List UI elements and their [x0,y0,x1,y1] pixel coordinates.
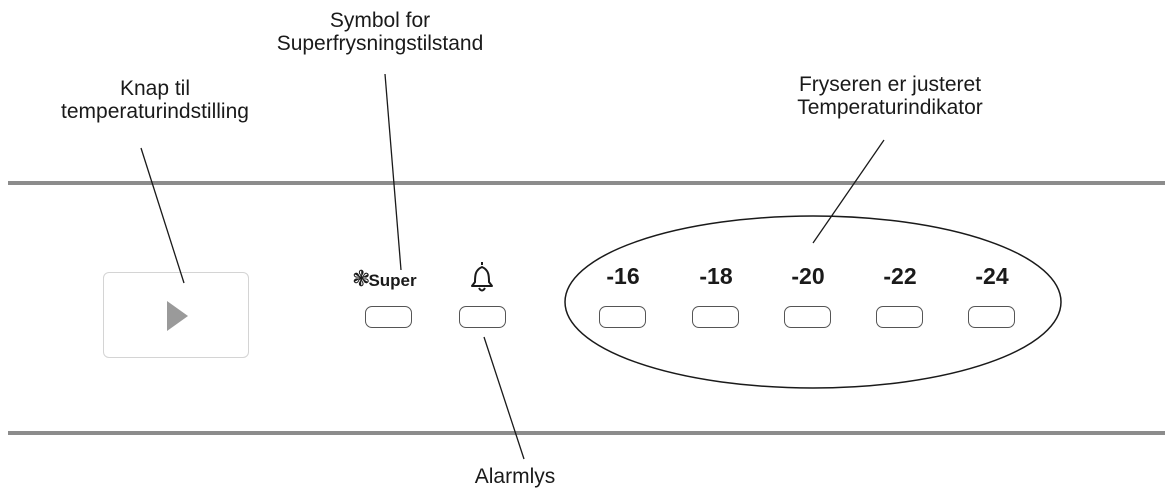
temperature-setting-button[interactable] [103,272,249,358]
panel-top-edge [8,181,1165,185]
temp-label-20: -20 [791,263,825,289]
alarm-leader-line [483,336,525,460]
temp-label-22: -22 [883,263,917,289]
temp-indicator-leader-line [812,139,885,244]
alarm-callout: Alarmlys [440,465,590,488]
temp-led-16 [599,306,646,328]
super-callout-line-2: Superfrysningstilstand [276,32,484,55]
button-callout-line-1: Knap til [119,77,191,100]
super-freeze-symbol: ❃Super [352,266,417,292]
button-leader-line [140,147,185,284]
super-freeze-led [365,306,412,328]
temp-led-24 [968,306,1015,328]
temp-indicator-callout-line-2: Temperaturindikator [797,96,983,119]
super-callout: Symbol for Superfrysningstilstand [250,9,510,55]
temp-led-22 [876,306,923,328]
temp-indicator-callout: Fryseren er justeret Temperaturindikator [755,73,1025,119]
temp-label-16: -16 [606,263,640,289]
temp-led-18 [692,306,739,328]
snowflake-icon: ❃ [352,266,371,291]
temp-label-18: -18 [699,263,733,289]
temp-indicator-callout-line-1: Fryseren er justeret [798,73,982,96]
super-callout-line-1: Symbol for [329,9,431,32]
alarm-callout-text: Alarmlys [474,465,556,488]
temp-label-24: -24 [975,263,1009,289]
button-callout-line-2: temperaturindstilling [61,100,249,123]
temp-led-20 [784,306,831,328]
super-text: Super [368,271,417,290]
temperature-indicator-ellipse [564,215,1062,389]
alarm-led [459,306,506,328]
bell-icon [471,262,493,292]
play-triangle-icon [167,301,188,331]
button-callout: Knap til temperaturindstilling [30,77,280,123]
panel-bottom-edge [8,431,1165,435]
super-leader-line [384,73,402,271]
